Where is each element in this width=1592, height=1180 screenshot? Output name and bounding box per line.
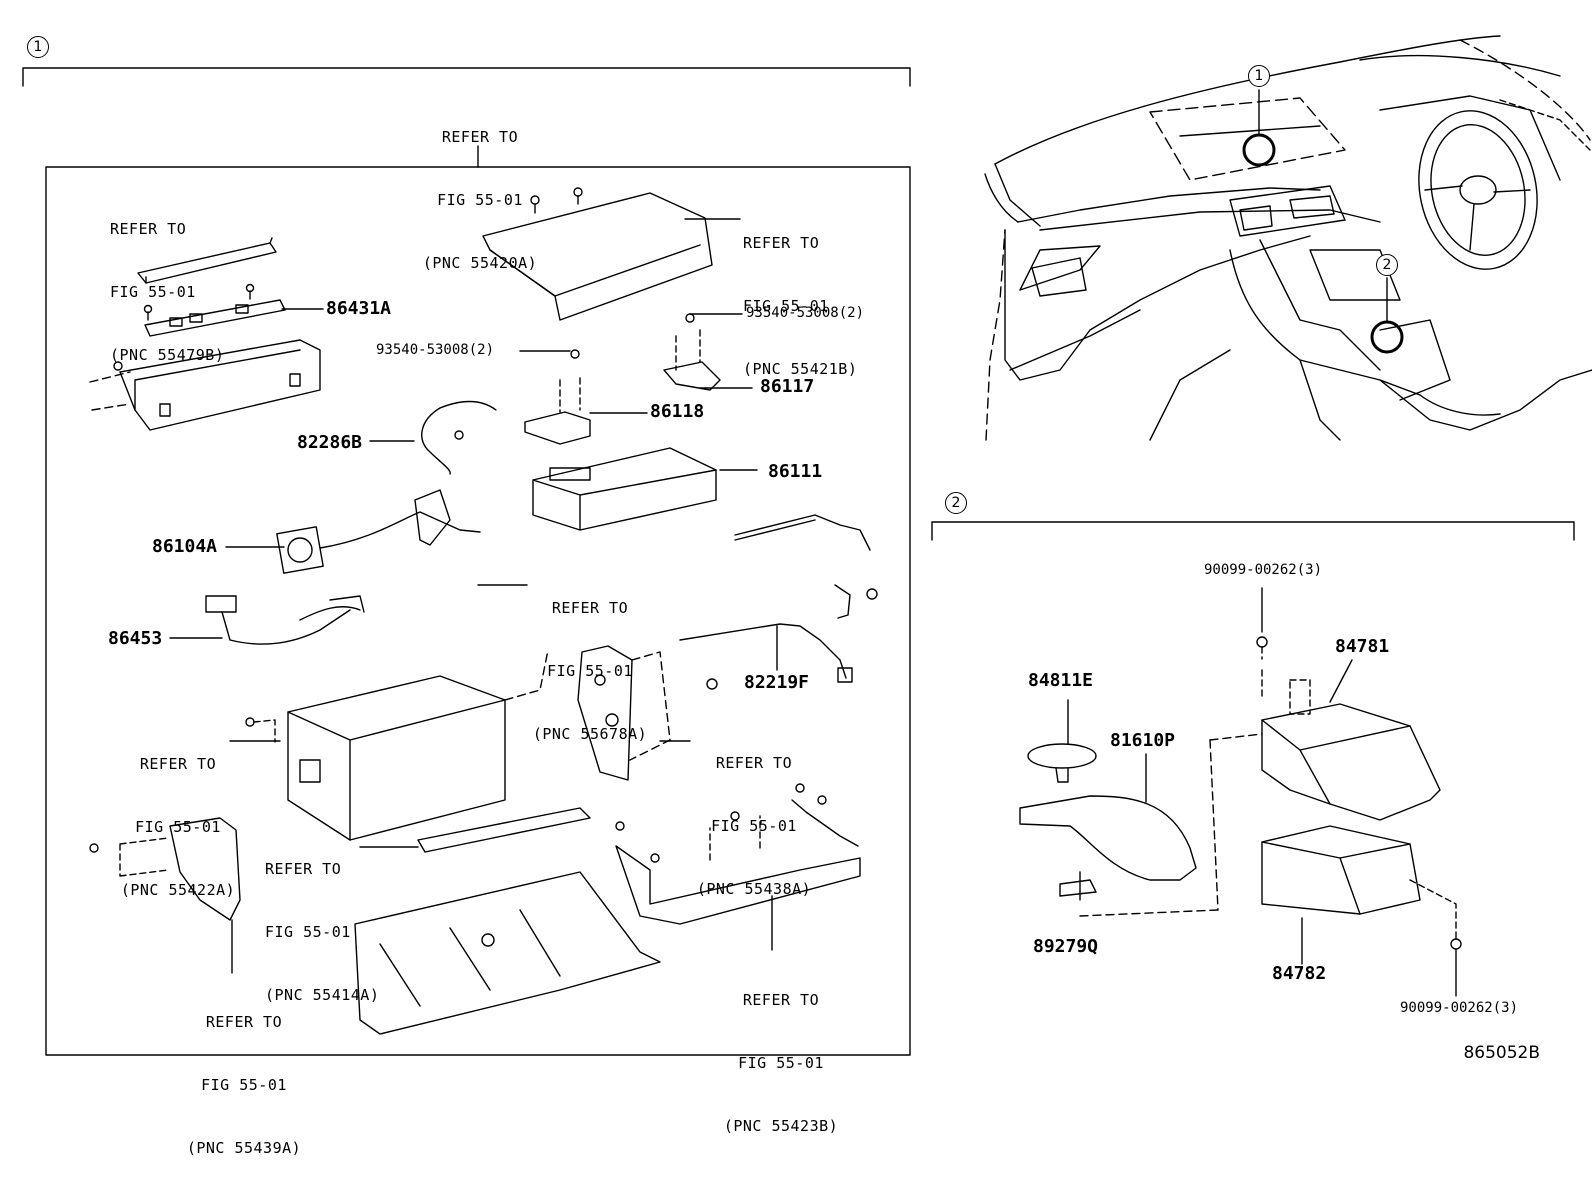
radio-receiver-drawing <box>532 447 717 531</box>
ref-line: (PNC 55422A) <box>120 881 236 899</box>
part-number-86431A: 86431A <box>326 298 392 319</box>
ref-label-55422A: REFER TO FIG 55-01 (PNC 55422A) <box>112 712 244 922</box>
ref-line: (PNC 55678A) <box>532 725 648 743</box>
diagram-linework <box>22 35 1592 1056</box>
ref-line: REFER TO <box>265 860 342 878</box>
ref-line: (PNC 55479B) <box>110 346 225 364</box>
ref-line: FIG 55-01 <box>135 818 221 836</box>
ref-label-55438A: REFER TO FIG 55-01 (PNC 55438A) <box>688 711 820 921</box>
lower-rail-drawing <box>615 783 861 925</box>
part-number-86118: 86118 <box>650 401 705 422</box>
ref-line: FIG 55-01 <box>547 662 633 680</box>
ref-label-55678A: REFER TO FIG 55-01 (PNC 55678A) <box>524 556 656 766</box>
section-2-bracket <box>931 521 1575 541</box>
part-number-82219F: 82219F <box>744 672 810 693</box>
left-bracket-drawing <box>89 817 241 921</box>
ref-line: (PNC 55420A) <box>422 254 538 272</box>
ref-line: REFER TO <box>551 599 629 617</box>
cable-82219F-drawing <box>679 623 853 683</box>
ref-line: (PNC 55423B) <box>723 1117 839 1135</box>
figure-id: 865052B <box>1463 1043 1540 1063</box>
bracket-86431A-drawing <box>143 283 286 337</box>
ref-line: REFER TO <box>139 755 217 773</box>
part-number-84811E: 84811E <box>1028 670 1094 691</box>
trim-strip-drawing <box>417 807 591 853</box>
ref-label-55421B: REFER TO FIG 55-01 (PNC 55421B) <box>743 191 857 401</box>
ref-line: REFER TO <box>441 128 519 146</box>
dashboard-callout-2: 2 <box>1376 254 1398 276</box>
antenna-cable-drawing <box>421 400 497 475</box>
shift-cover-81610P-drawing <box>1019 795 1197 881</box>
part-number-93540-53008-right: 93540-53008(2) <box>746 305 865 321</box>
part-number-84782: 84782 <box>1272 963 1327 984</box>
ref-line: (PNC 55438A) <box>696 880 812 898</box>
ref-line: FIG 55-01 <box>437 191 523 209</box>
cap-84811E-drawing <box>1027 743 1097 783</box>
section-1-leaders <box>169 218 778 974</box>
bracket-86118-drawing <box>524 349 591 445</box>
ref-line: (PNC 55414A) <box>265 986 380 1004</box>
ref-line: REFER TO <box>205 1013 283 1031</box>
side-bracket-drawing <box>577 645 718 781</box>
ref-line: FIG 55-01 <box>201 1076 287 1094</box>
ref-line: REFER TO <box>715 754 793 772</box>
dashboard-callout-1: 1 <box>1248 65 1270 87</box>
part-number-84781: 84781 <box>1335 636 1390 657</box>
ref-label-55423B: REFER TO FIG 55-01 (PNC 55423B) <box>715 948 847 1158</box>
ref-line: (PNC 55421B) <box>743 360 858 378</box>
bracket-86117-drawing <box>663 313 721 391</box>
dashboard-overview-drawing <box>984 35 1592 441</box>
ref-line: FIG 55-01 <box>738 1054 824 1072</box>
part-number-93540-53008-left: 93540-53008(2) <box>376 342 495 358</box>
wire-harness-drawing <box>205 595 365 645</box>
section-marker-2: 2 <box>945 492 967 514</box>
part-number-89279Q: 89279Q <box>1033 936 1099 957</box>
stay-rod-drawing <box>734 514 878 619</box>
vent-trim-drawing <box>137 237 277 284</box>
part-number-86453: 86453 <box>108 628 163 649</box>
under-cover-drawing <box>354 871 661 1035</box>
ref-line: FIG 55-01 <box>743 297 829 315</box>
part-number-86104A: 86104A <box>152 536 218 557</box>
part-number-90099-00262-bottom: 90099-00262(3) <box>1400 1000 1519 1016</box>
ref-line: FIG 55-01 <box>265 923 351 941</box>
part-number-81610P: 81610P <box>1110 730 1176 751</box>
ref-line: REFER TO <box>742 991 820 1009</box>
ref-line: FIG 55-01 <box>110 283 196 301</box>
section-2-dashed-links <box>1079 733 1263 917</box>
switch-84782-drawing <box>1261 825 1462 950</box>
ref-line: FIG 55-01 <box>711 817 797 835</box>
ref-label-55414A: REFER TO FIG 55-01 (PNC 55414A) <box>265 817 379 1027</box>
section-marker-1: 1 <box>27 36 49 58</box>
section-1-bracket <box>22 67 911 1056</box>
part-number-82286B: 82286B <box>297 432 363 453</box>
part-number-86117: 86117 <box>760 376 815 397</box>
knob-89279Q-drawing <box>1059 879 1097 897</box>
part-number-86111: 86111 <box>768 461 823 482</box>
panel-housing-drawing <box>89 339 321 431</box>
bezel-84781-drawing <box>1256 636 1441 821</box>
ref-line: REFER TO <box>110 220 187 238</box>
ref-line: REFER TO <box>743 234 820 252</box>
upper-panel-drawing <box>482 187 713 321</box>
part-number-90099-00262-top: 90099-00262(3) <box>1204 562 1323 578</box>
speaker-drawing <box>276 489 481 574</box>
ref-label-55479B: REFER TO FIG 55-01 (PNC 55479B) <box>110 177 224 387</box>
lower-box-drawing <box>245 649 549 841</box>
ref-label-55420A: REFER TO FIG 55-01 (PNC 55420A) <box>414 85 546 295</box>
ref-label-55439A: REFER TO FIG 55-01 (PNC 55439A) <box>178 970 310 1180</box>
ref-line: (PNC 55439A) <box>186 1139 302 1157</box>
section-2-leaders <box>1067 587 1457 997</box>
